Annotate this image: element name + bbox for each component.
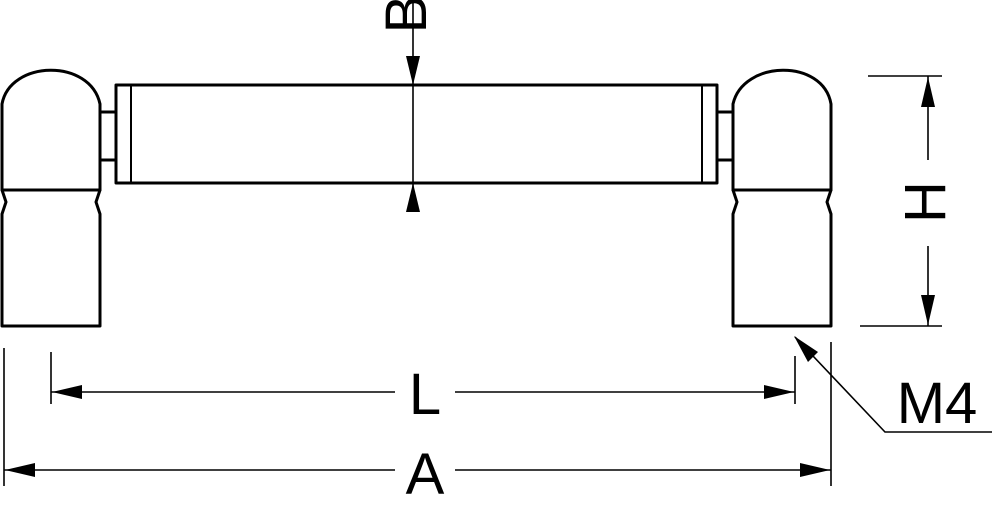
thread-leader-line bbox=[794, 336, 992, 433]
dimension-h-arrow-bottom bbox=[921, 295, 935, 325]
right-leg bbox=[715, 68, 833, 328]
dimension-l-arrow-left bbox=[52, 385, 82, 399]
thread-leader-arrow bbox=[794, 336, 818, 362]
dimension-l-label: L bbox=[409, 362, 441, 427]
dimension-b-arrow-top bbox=[406, 56, 420, 85]
dimension-a: A bbox=[3, 342, 832, 507]
right-leg-collar bbox=[715, 110, 735, 162]
dimension-b: B bbox=[374, 0, 439, 212]
dimension-a-label: A bbox=[406, 442, 445, 507]
thread-callout: M4 bbox=[794, 336, 992, 436]
thread-label: M4 bbox=[897, 371, 978, 436]
dimension-b-label: B bbox=[374, 0, 439, 33]
left-leg bbox=[0, 68, 118, 328]
grip-bar bbox=[114, 83, 719, 185]
left-leg-collar bbox=[98, 110, 118, 162]
dimension-l-arrow-right bbox=[764, 385, 794, 399]
dimension-h: H bbox=[860, 75, 958, 327]
left-leg-cap bbox=[0, 68, 102, 192]
dimension-a-arrow-right bbox=[800, 463, 830, 477]
dimension-l: L bbox=[50, 352, 796, 427]
right-leg-post bbox=[731, 188, 833, 328]
left-leg-post bbox=[0, 188, 102, 328]
dimension-b-arrow-bottom bbox=[406, 183, 420, 212]
right-leg-cap bbox=[731, 68, 833, 192]
dimension-a-arrow-left bbox=[5, 463, 35, 477]
dimension-h-arrow-top bbox=[921, 77, 935, 107]
grip-bar-body bbox=[114, 83, 719, 185]
dimension-h-label: H bbox=[893, 181, 958, 223]
